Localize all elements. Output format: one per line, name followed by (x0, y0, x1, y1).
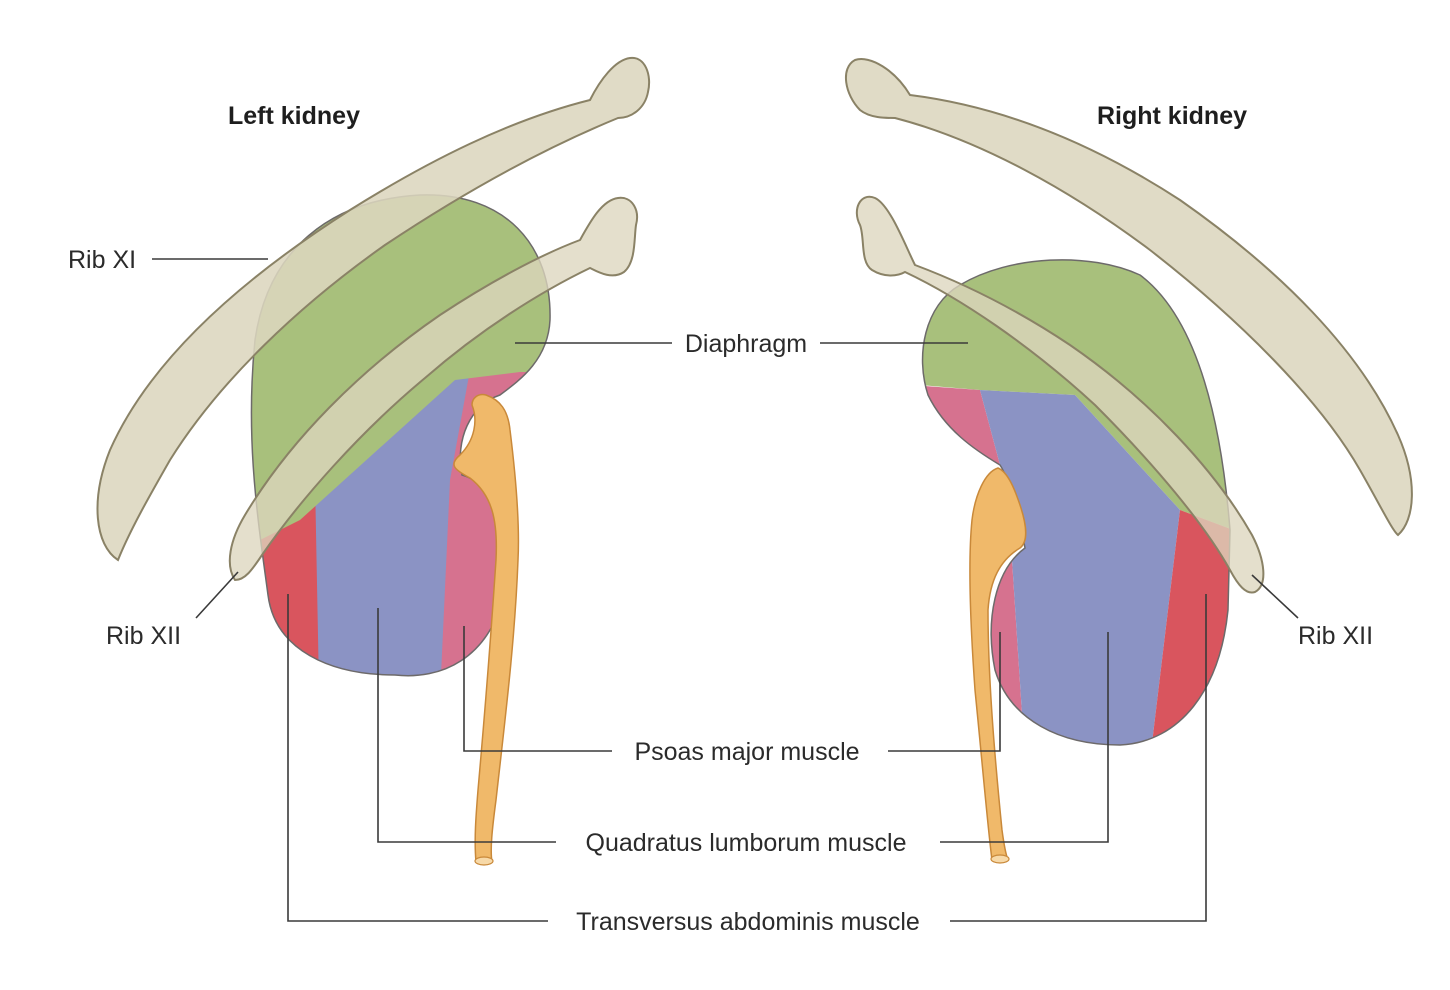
transversus-label: Transversus abdominis muscle (576, 908, 920, 936)
left-kidney-group (96, 56, 650, 866)
rib-xii-left-leader (195, 571, 239, 619)
psoas-label: Psoas major muscle (634, 738, 859, 766)
psoas-leader-right (888, 632, 1001, 752)
diaphragm-label: Diaphragm (685, 330, 807, 358)
right-ureter-end (990, 854, 1010, 864)
leader-lines (152, 258, 1299, 922)
right-kidney-outline (921, 259, 1231, 746)
left-kidney-heading: Left kidney (228, 102, 360, 130)
right-ureter (969, 467, 1027, 861)
right-rib-xii (855, 195, 1265, 594)
quadratus-label: Quadratus lumborum muscle (586, 829, 907, 857)
left-rib-xii (228, 196, 638, 582)
rib-xii-right-leader (1251, 574, 1299, 619)
rib-xi-label: Rib XI (68, 246, 136, 274)
right-kidney-group (844, 58, 1413, 864)
rib-xii-right-label: Rib XII (1298, 622, 1373, 650)
left-ureter (453, 393, 520, 863)
right-transversus-region (1150, 510, 1230, 745)
right-kidney-heading: Right kidney (1097, 102, 1247, 130)
left-ureter-end (474, 856, 494, 866)
right-quadratus-region (980, 390, 1180, 745)
right-rib-xi (844, 58, 1413, 537)
rib-xii-left-label: Rib XII (106, 622, 181, 650)
left-rib-xi (96, 56, 650, 562)
quadratus-leader-right (940, 632, 1109, 843)
transversus-leader-right (950, 594, 1207, 922)
psoas-leader-left (463, 626, 612, 752)
transversus-leader-left (287, 594, 548, 922)
quadratus-leader-left (377, 608, 556, 843)
